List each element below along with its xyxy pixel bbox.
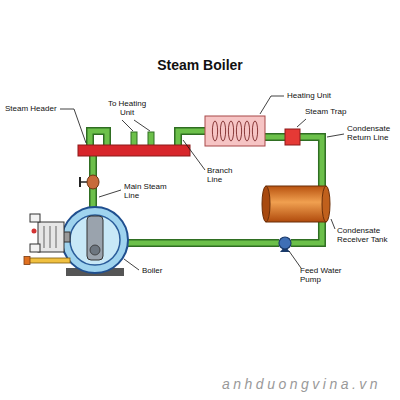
pipe-stubs-part: [90, 131, 107, 146]
leader-lines-part: [289, 251, 301, 268]
pipe-outline: [291, 222, 322, 243]
label-holder: anhduongvina.vn: [222, 376, 398, 392]
feed-pump: Feed Water Pump: [279, 237, 291, 249]
leader-lines-part: [297, 119, 306, 127]
leader-lines-part: [260, 96, 284, 114]
heating-unit-symbol-part: [244, 121, 249, 141]
valve-symbol: [80, 175, 99, 189]
label-holder: Main Steam Line: [124, 182, 172, 200]
pipe-fill: [291, 222, 322, 243]
pipe-outline: [265, 133, 285, 141]
leader-lines-part: [60, 109, 86, 143]
boiler-illustration-part: [62, 207, 128, 273]
callout-label: Condensate Receiver Tank: [337, 226, 395, 244]
boiler: Boiler: [62, 207, 128, 273]
steam-header: Steam Header: [78, 145, 190, 156]
pipe-outline: [128, 239, 279, 247]
callout-label: Heating Unit: [287, 91, 331, 100]
pipe-outline: [300, 137, 322, 186]
boiler-illustration-part: [56, 226, 57, 248]
label-holder: Condensate Return Line: [347, 124, 397, 142]
pipe-stubs-part: [148, 132, 154, 146]
heating-unit-symbol-part: [236, 121, 241, 141]
pipe-connector: [128, 242, 279, 243]
leader-lines-part: [99, 190, 121, 197]
boiler-illustration-part: [32, 229, 37, 234]
pipe-outline: [178, 131, 205, 145]
valve-symbol-part: [80, 181, 87, 183]
pump-symbol-part: [279, 237, 291, 249]
pipe-stubs: [90, 131, 154, 146]
leader-lines: [60, 96, 344, 270]
tank-symbol-part: [322, 186, 330, 222]
heating-unit: Heating Unit: [205, 116, 265, 146]
boiler-illustration-part: [87, 216, 103, 260]
header-bar: [78, 145, 190, 156]
boiler-illustration-part: [50, 226, 51, 248]
callout-label: Boiler: [142, 266, 162, 275]
boiler-illustration-part: [28, 258, 70, 263]
valve-symbol-part: [87, 175, 99, 189]
callout-label: Condensate Return Line: [347, 124, 397, 142]
callout-label: Main Steam Line: [124, 182, 172, 200]
label-holder: Branch Line: [207, 166, 237, 184]
callout-label: To Heating Unit: [104, 99, 150, 117]
heating-unit-symbol-part: [220, 121, 225, 141]
callout-label: Steam Trap: [305, 107, 346, 116]
heating-unit-symbol-part: [252, 121, 257, 141]
trap-symbol: [285, 129, 300, 145]
heating-unit-symbol-part: [205, 116, 265, 146]
boiler-illustration-part: [24, 257, 30, 265]
leader-lines-part: [134, 120, 150, 131]
callout-label: Feed Water Pump: [300, 266, 348, 284]
tank-symbol-part: [262, 186, 270, 222]
leader-lines-part: [183, 140, 205, 170]
pipe-fill: [265, 135, 285, 140]
watermark: anhduongvina.vn: [222, 376, 398, 392]
leader-lines-part: [124, 259, 139, 270]
pipe-fill: [128, 240, 279, 245]
pipe-fill: [300, 137, 322, 186]
boiler-illustration-part: [38, 222, 64, 252]
pump-symbol: [279, 237, 291, 252]
heating-unit-symbol-part: [228, 121, 233, 141]
leader-lines-part: [331, 219, 335, 229]
boiler-illustration-part: [44, 226, 45, 248]
label-holder: To Heating Unit: [104, 99, 150, 117]
boiler-illustration-part: [30, 214, 40, 222]
callout-label: Steam Header: [5, 104, 57, 113]
boiler-illustration-part: [70, 215, 120, 265]
heating-unit-symbol: [205, 116, 265, 146]
tank-symbol-part: [266, 186, 326, 222]
boiler-illustration-part: [30, 244, 40, 252]
pipe-fill: [178, 131, 205, 145]
valve-symbol-part: [79, 177, 81, 187]
callout-label: Branch Line: [207, 166, 237, 184]
pipe-connector: [265, 137, 285, 138]
title-holder: Steam Boiler: [0, 57, 400, 73]
pipe-stubs-part: [90, 131, 107, 146]
pipe-connector: [300, 137, 322, 186]
pipe-connector: [291, 222, 322, 243]
diagram-title: Steam Boiler: [0, 57, 400, 73]
boiler-illustration: [24, 207, 128, 276]
heating-unit-symbol-part: [212, 121, 217, 141]
leader-lines-part: [327, 134, 344, 137]
boiler-illustration-part: [90, 245, 100, 255]
leader-lines-part: [122, 120, 133, 131]
pipe-stubs-part: [131, 132, 137, 146]
receiver-tank: Condensate Receiver Tank: [262, 186, 330, 222]
tank-symbol: [262, 186, 330, 222]
steam-trap: Steam Trap: [285, 129, 300, 145]
pipe-connector: [178, 131, 205, 145]
